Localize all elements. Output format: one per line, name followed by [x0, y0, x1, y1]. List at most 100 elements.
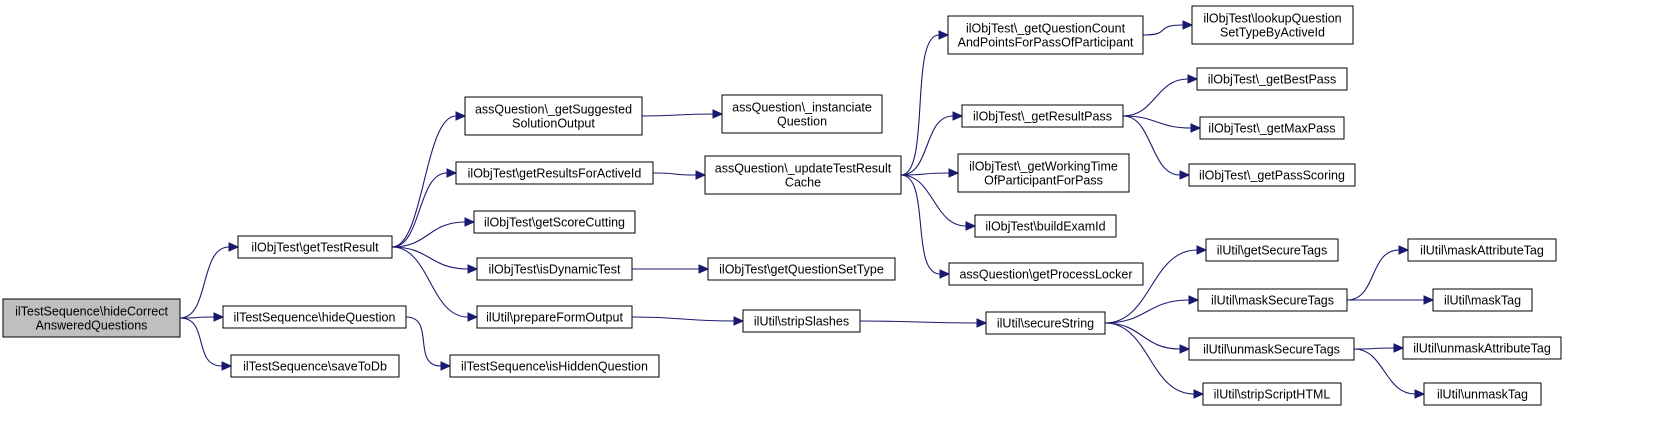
node-box	[1191, 5, 1354, 45]
node-label: AnsweredQuestions	[36, 319, 148, 333]
node-box	[1402, 336, 1562, 360]
arrowhead-stripScriptHTML	[1193, 389, 1205, 399]
node-getResultPass[interactable]: ilObjTest\_getResultPass	[961, 104, 1124, 128]
arrowhead-hideQuestion	[213, 312, 225, 322]
node-label: ilUtil\unmaskAttributeTag	[1413, 342, 1551, 356]
node-label: ilTestSequence\saveToDb	[243, 360, 387, 374]
node-secureString[interactable]: ilUtil\secureString	[985, 311, 1106, 335]
node-label: AndPointsForPassOfParticipant	[958, 36, 1134, 50]
arrowhead-maskSecureTags	[1188, 295, 1200, 305]
arrowhead-getProcessLocker	[939, 269, 951, 279]
node-getResultsForActiveId[interactable]: ilObjTest\getResultsForActiveId	[455, 161, 654, 185]
node-getMaxPass[interactable]: ilObjTest\_getMaxPass	[1199, 116, 1345, 140]
edge-getResultPass-to-getMaxPass	[1122, 115, 1192, 129]
node-box	[985, 311, 1106, 335]
edge-getSuggested-to-instanciate	[641, 113, 714, 117]
node-maskTag[interactable]: ilUtil\maskTag	[1432, 288, 1533, 312]
arrowhead-getSecureTags	[1196, 245, 1208, 255]
node-isDynamicTest[interactable]: ilObjTest\isDynamicTest	[476, 257, 633, 281]
node-hideQuestion[interactable]: ilTestSequence\hideQuestion	[222, 305, 407, 329]
arrowhead-prepareFormOutput	[467, 312, 479, 322]
node-unmaskSecureTags[interactable]: ilUtil\unmaskSecureTags	[1188, 337, 1355, 361]
arrowhead-maskTag	[1423, 295, 1435, 305]
node-box	[476, 257, 633, 281]
node-label: ilObjTest\_getMaxPass	[1208, 122, 1335, 136]
arrowhead-unmaskTag	[1414, 389, 1426, 399]
node-box	[1432, 288, 1533, 312]
node-unmaskTag[interactable]: ilUtil\unmaskTag	[1423, 382, 1542, 406]
node-label: ilTestSequence\hideQuestion	[234, 311, 396, 325]
node-getWorkingTime[interactable]: ilObjTest\_getWorkingTimeOfParticipantFo…	[957, 153, 1130, 193]
node-box	[1197, 288, 1348, 312]
arrowhead-getResultPass	[952, 111, 964, 121]
node-getScoreCutting[interactable]: ilObjTest\getScoreCutting	[473, 210, 636, 234]
arrowhead-getSuggested	[455, 111, 467, 121]
node-box	[1205, 238, 1339, 262]
node-box	[961, 104, 1124, 128]
edge-unmaskSecureTags-to-unmaskTag	[1353, 348, 1416, 395]
node-box	[222, 305, 407, 329]
node-label: Question	[777, 115, 827, 129]
node-box	[721, 94, 883, 134]
node-stripSlashes[interactable]: ilUtil\stripSlashes	[742, 309, 861, 333]
node-getQuestionSetType[interactable]: ilObjTest\getQuestionSetType	[707, 257, 896, 281]
node-label: ilObjTest\_getWorkingTime	[969, 160, 1118, 174]
edge-secureString-to-stripScriptHTML	[1104, 322, 1195, 395]
node-stripScriptHTML[interactable]: ilUtil\stripScriptHTML	[1202, 382, 1342, 406]
node-saveToDb[interactable]: ilTestSequence\saveToDb	[230, 354, 400, 378]
arrowhead-isDynamicTest	[467, 264, 479, 274]
node-label: ilObjTest\_getResultPass	[973, 110, 1112, 124]
node-label: ilObjTest\getResultsForActiveId	[468, 167, 642, 181]
node-prepareFormOutput[interactable]: ilUtil\prepareFormOutput	[476, 305, 633, 329]
edge-getQuestionCount-to-lookupQuestion	[1142, 24, 1184, 36]
node-box	[230, 354, 400, 378]
edge-prepareFormOutput-to-stripSlashes	[631, 316, 735, 322]
node-label: ilUtil\prepareFormOutput	[486, 311, 623, 325]
node-label: assQuestion\getProcessLocker	[959, 268, 1132, 282]
node-getBestPass[interactable]: ilObjTest\_getBestPass	[1196, 67, 1348, 91]
node-isHiddenQuestion[interactable]: ilTestSequence\isHiddenQuestion	[449, 354, 660, 378]
node-label: ilUtil\maskSecureTags	[1211, 294, 1334, 308]
node-getPassScoring[interactable]: ilObjTest\_getPassScoring	[1188, 163, 1356, 187]
edge-updateCache-to-getQuestionCount	[900, 34, 940, 176]
node-box	[473, 210, 636, 234]
node-box	[957, 153, 1130, 193]
arrowhead-secureString	[976, 318, 988, 328]
node-box	[947, 15, 1144, 55]
node-label: ilObjTest\isDynamicTest	[489, 263, 622, 277]
edge-secureString-to-unmaskSecureTags	[1104, 322, 1181, 350]
node-maskAttributeTag[interactable]: ilUtil\maskAttributeTag	[1407, 238, 1557, 262]
node-getQuestionCount[interactable]: ilObjTest\_getQuestionCountAndPointsForP…	[947, 15, 1144, 55]
node-root[interactable]: ilTestSequence\hideCorrectAnsweredQuesti…	[2, 298, 181, 338]
arrowhead-getQuestionCount	[938, 30, 950, 40]
edge-getResultPass-to-getPassScoring	[1122, 115, 1181, 176]
node-maskSecureTags[interactable]: ilUtil\maskSecureTags	[1197, 288, 1348, 312]
node-label: ilUtil\unmaskTag	[1437, 388, 1528, 402]
node-label: ilTestSequence\hideCorrect	[15, 305, 168, 319]
node-box	[1196, 67, 1348, 91]
arrowhead-unmaskSecureTags	[1179, 344, 1191, 354]
node-label: ilObjTest\lookupQuestion	[1203, 12, 1341, 26]
node-box	[237, 235, 393, 259]
edge-secureString-to-maskSecureTags	[1104, 299, 1190, 324]
node-box	[2, 298, 181, 338]
node-getTestResult[interactable]: ilObjTest\getTestResult	[237, 235, 393, 259]
edge-updateCache-to-getResultPass	[900, 115, 954, 176]
node-getProcessLocker[interactable]: assQuestion\getProcessLocker	[948, 262, 1144, 286]
node-label: ilUtil\unmaskSecureTags	[1203, 343, 1340, 357]
node-buildExamId[interactable]: ilObjTest\buildExamId	[974, 214, 1117, 238]
nodes: ilTestSequence\hideCorrectAnsweredQuesti…	[2, 5, 1562, 406]
arrowhead-getPassScoring	[1179, 170, 1191, 180]
node-label: ilUtil\stripScriptHTML	[1214, 388, 1331, 402]
node-label: ilUtil\maskAttributeTag	[1420, 244, 1544, 258]
edge-getTestResult-to-getScoreCutting	[391, 221, 466, 248]
node-label: ilObjTest\getTestResult	[251, 241, 379, 255]
node-getSecureTags[interactable]: ilUtil\getSecureTags	[1205, 238, 1339, 262]
node-lookupQuestion[interactable]: ilObjTest\lookupQuestionSetTypeByActiveI…	[1191, 5, 1354, 45]
arrowhead-getResultsForActiveId	[446, 168, 458, 178]
node-unmaskAttributeTag[interactable]: ilUtil\unmaskAttributeTag	[1402, 336, 1562, 360]
node-label: assQuestion\_instanciate	[732, 101, 872, 115]
